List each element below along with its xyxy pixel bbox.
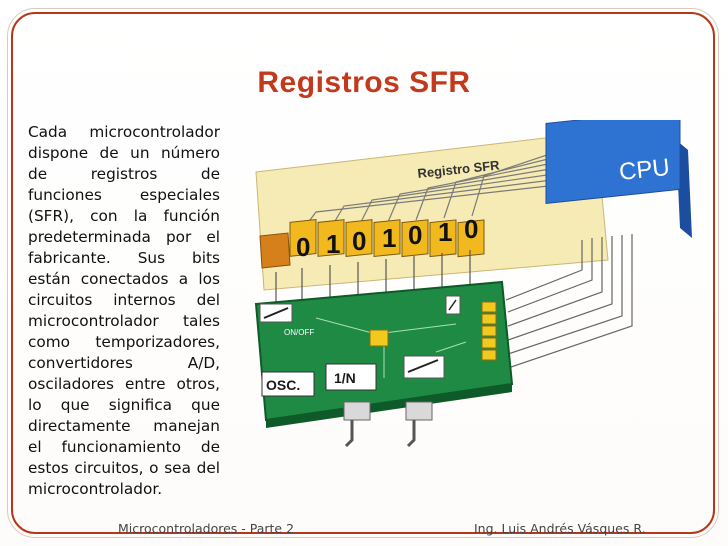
slide-frame: [7, 8, 719, 538]
circuit-board: ON/OFF OSC. 1/N: [254, 280, 514, 428]
register-bit-value: 0: [352, 226, 366, 256]
register-bit-value: 0: [408, 220, 422, 250]
register-bit-value: 1: [438, 217, 452, 247]
onoff-label: ON/OFF: [284, 328, 314, 337]
divider-label: 1/N: [334, 370, 356, 386]
register-bit-value: 0: [296, 232, 310, 262]
register-bit: [457, 219, 485, 258]
register-bit: [429, 219, 457, 258]
output-switch: [403, 355, 445, 379]
register-bit: [373, 219, 401, 258]
slide-body-text: Cada microcontrolador dispone de un núme…: [28, 123, 220, 498]
osc-block: [261, 371, 315, 397]
register-bit: [345, 219, 373, 257]
bus-lines: [303, 147, 569, 229]
register-bit-value: 0: [464, 214, 478, 244]
register-bit: [401, 219, 429, 258]
cpu-board-lines: [505, 234, 633, 369]
indicator-strip: [481, 301, 497, 361]
sfr-diagram: Registro SFR 0 1 0 1 0 1 0: [254, 120, 692, 448]
register-bits: 0 1 0 1 0 1 0: [259, 214, 485, 269]
register-bit-value: 1: [382, 223, 396, 253]
osc-label: OSC.: [266, 377, 300, 393]
register-bit: [289, 219, 317, 257]
footer-course: Microcontroladores - Parte 2: [118, 521, 295, 536]
slide-title: Registros SFR: [257, 66, 471, 99]
board-chip: [369, 329, 389, 347]
divider-block: [325, 363, 377, 391]
board-connectors: [343, 401, 433, 448]
cpu-label: CPU: [618, 154, 671, 186]
register-bit: [317, 219, 345, 257]
register-bit-value: 1: [326, 229, 340, 259]
footer-author: Ing. Luis Andrés Vásques R.: [474, 521, 646, 536]
register-left-cap: [259, 232, 291, 269]
cpu-block: CPU: [545, 120, 692, 238]
